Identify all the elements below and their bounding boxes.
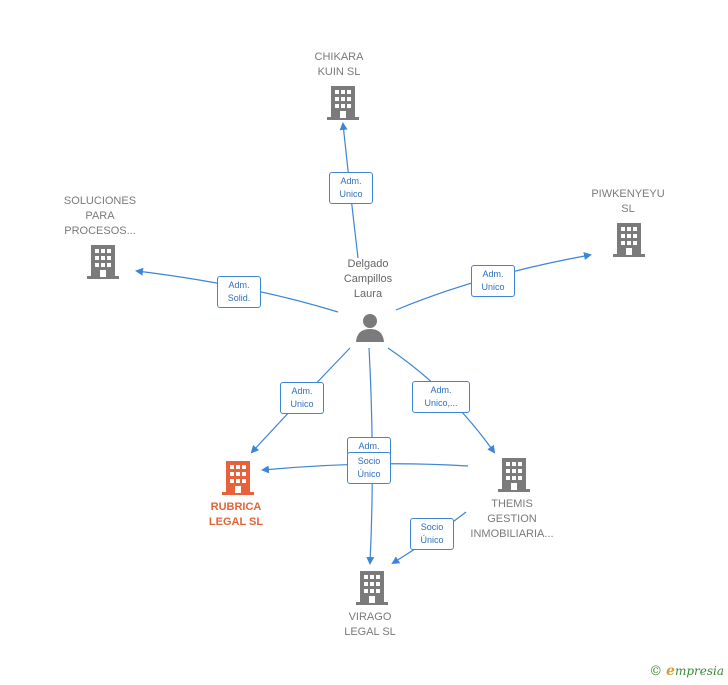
brand-logo: © empresia [649,663,724,679]
node-label-virago[interactable]: VIRAGO LEGAL SL [344,611,396,638]
building-icon-virago[interactable] [356,571,388,605]
edge-label-chikara: Adm. Unico [329,172,373,204]
edge-label-rubrica: Adm. Unico [280,382,324,414]
brand-e: e [666,663,675,679]
building-icon-rubrica[interactable] [222,461,254,495]
edge-label-themis: Adm. Unico,... [412,381,470,413]
node-label-soluciones[interactable]: SOLUCIONES PARA PROCESOS... [63,195,137,237]
node-label-themis[interactable]: THEMIS GESTION INMOBILIARIA... [470,498,554,540]
building-icon-themis[interactable] [498,458,530,492]
edge-label-themis-virago: Socio Único [410,518,454,550]
edge-label-themis-rubrica: Socio Único [347,452,391,484]
person-icon[interactable] [355,312,385,342]
building-icon-soluciones[interactable] [87,245,119,279]
building-icon-chikara[interactable] [327,86,359,120]
copyright-icon: © [649,664,663,679]
node-label-chikara[interactable]: CHIKARA KUIN SL [314,51,364,78]
building-icon-piwkenyeyu[interactable] [613,223,645,257]
node-label-piwkenyeyu[interactable]: PIWKENYEYU SL [591,188,665,215]
edge-label-soluciones: Adm. Solid. [217,276,261,308]
edge-label-piwkenyeyu: Adm. Unico [471,265,515,297]
brand-text: mpresia [674,664,724,678]
center-person-label[interactable]: Delgado Campillos Laura [343,258,393,300]
node-label-rubrica[interactable]: RUBRICA LEGAL SL [208,501,264,528]
